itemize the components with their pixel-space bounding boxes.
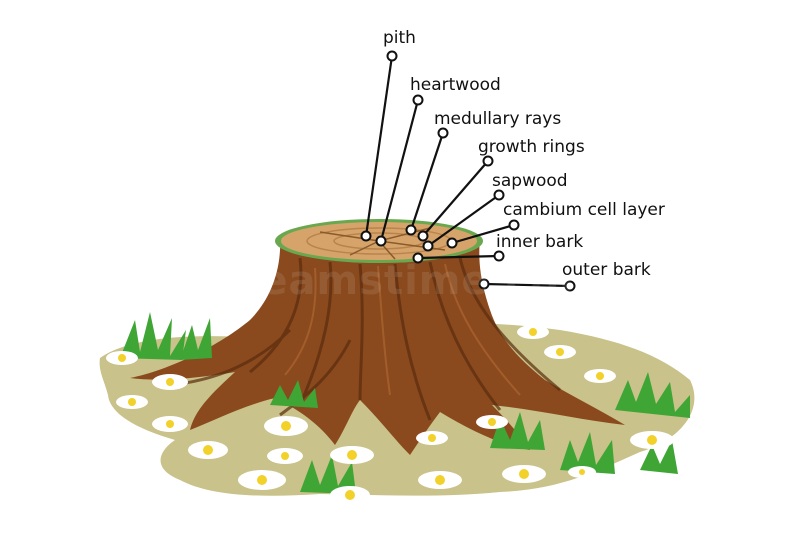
- leader-lines: [364, 55, 571, 288]
- daisy: [152, 416, 188, 432]
- daisy: [418, 471, 462, 489]
- daisy: [238, 470, 286, 490]
- leader-line-growth-rings: [422, 160, 489, 237]
- leader-line-sapwood: [427, 194, 500, 247]
- daisy: [152, 374, 188, 390]
- label-growth-rings: growth rings: [478, 137, 585, 157]
- daisy: [116, 395, 148, 409]
- label-heartwood: heartwood: [410, 75, 501, 95]
- daisy: [106, 351, 138, 365]
- grass-tufts: [120, 312, 690, 494]
- cut-cracks: [319, 227, 446, 260]
- daisy: [188, 441, 228, 459]
- leader-line-heartwood: [379, 99, 420, 242]
- bark-texture: [169, 257, 561, 421]
- daisy: [330, 486, 370, 504]
- leader-line-outer-bark: [483, 282, 571, 288]
- daisy: [416, 431, 448, 445]
- daisy: [517, 325, 549, 339]
- daisy: [267, 448, 303, 464]
- label-medullary-rays: medullary rays: [434, 109, 562, 129]
- leader-line-medullary-rays: [409, 132, 445, 231]
- leader-line-inner-bark: [417, 254, 500, 260]
- watermark: dreamstime.com: [210, 258, 602, 304]
- daisy: [544, 345, 576, 359]
- daisy: [584, 369, 616, 383]
- daisy: [568, 466, 596, 478]
- leader-line-cambium: [451, 223, 515, 245]
- label-sapwood: sapwood: [492, 171, 568, 191]
- leader-line-pith: [364, 55, 394, 237]
- label-pith: pith: [383, 28, 416, 48]
- leader-endpoints: [360, 50, 576, 292]
- label-inner-bark: inner bark: [496, 232, 584, 252]
- label-cambium-cell-layer: cambium cell layer: [503, 200, 665, 220]
- daisy: [264, 416, 308, 436]
- daisy: [630, 431, 674, 449]
- bark-highlights: [284, 263, 521, 396]
- daisies: [106, 325, 674, 504]
- daisy: [502, 465, 546, 483]
- daisy: [476, 415, 508, 429]
- label-outer-bark: outer bark: [562, 260, 651, 280]
- daisy: [330, 446, 374, 464]
- stump-trunk: [130, 236, 625, 455]
